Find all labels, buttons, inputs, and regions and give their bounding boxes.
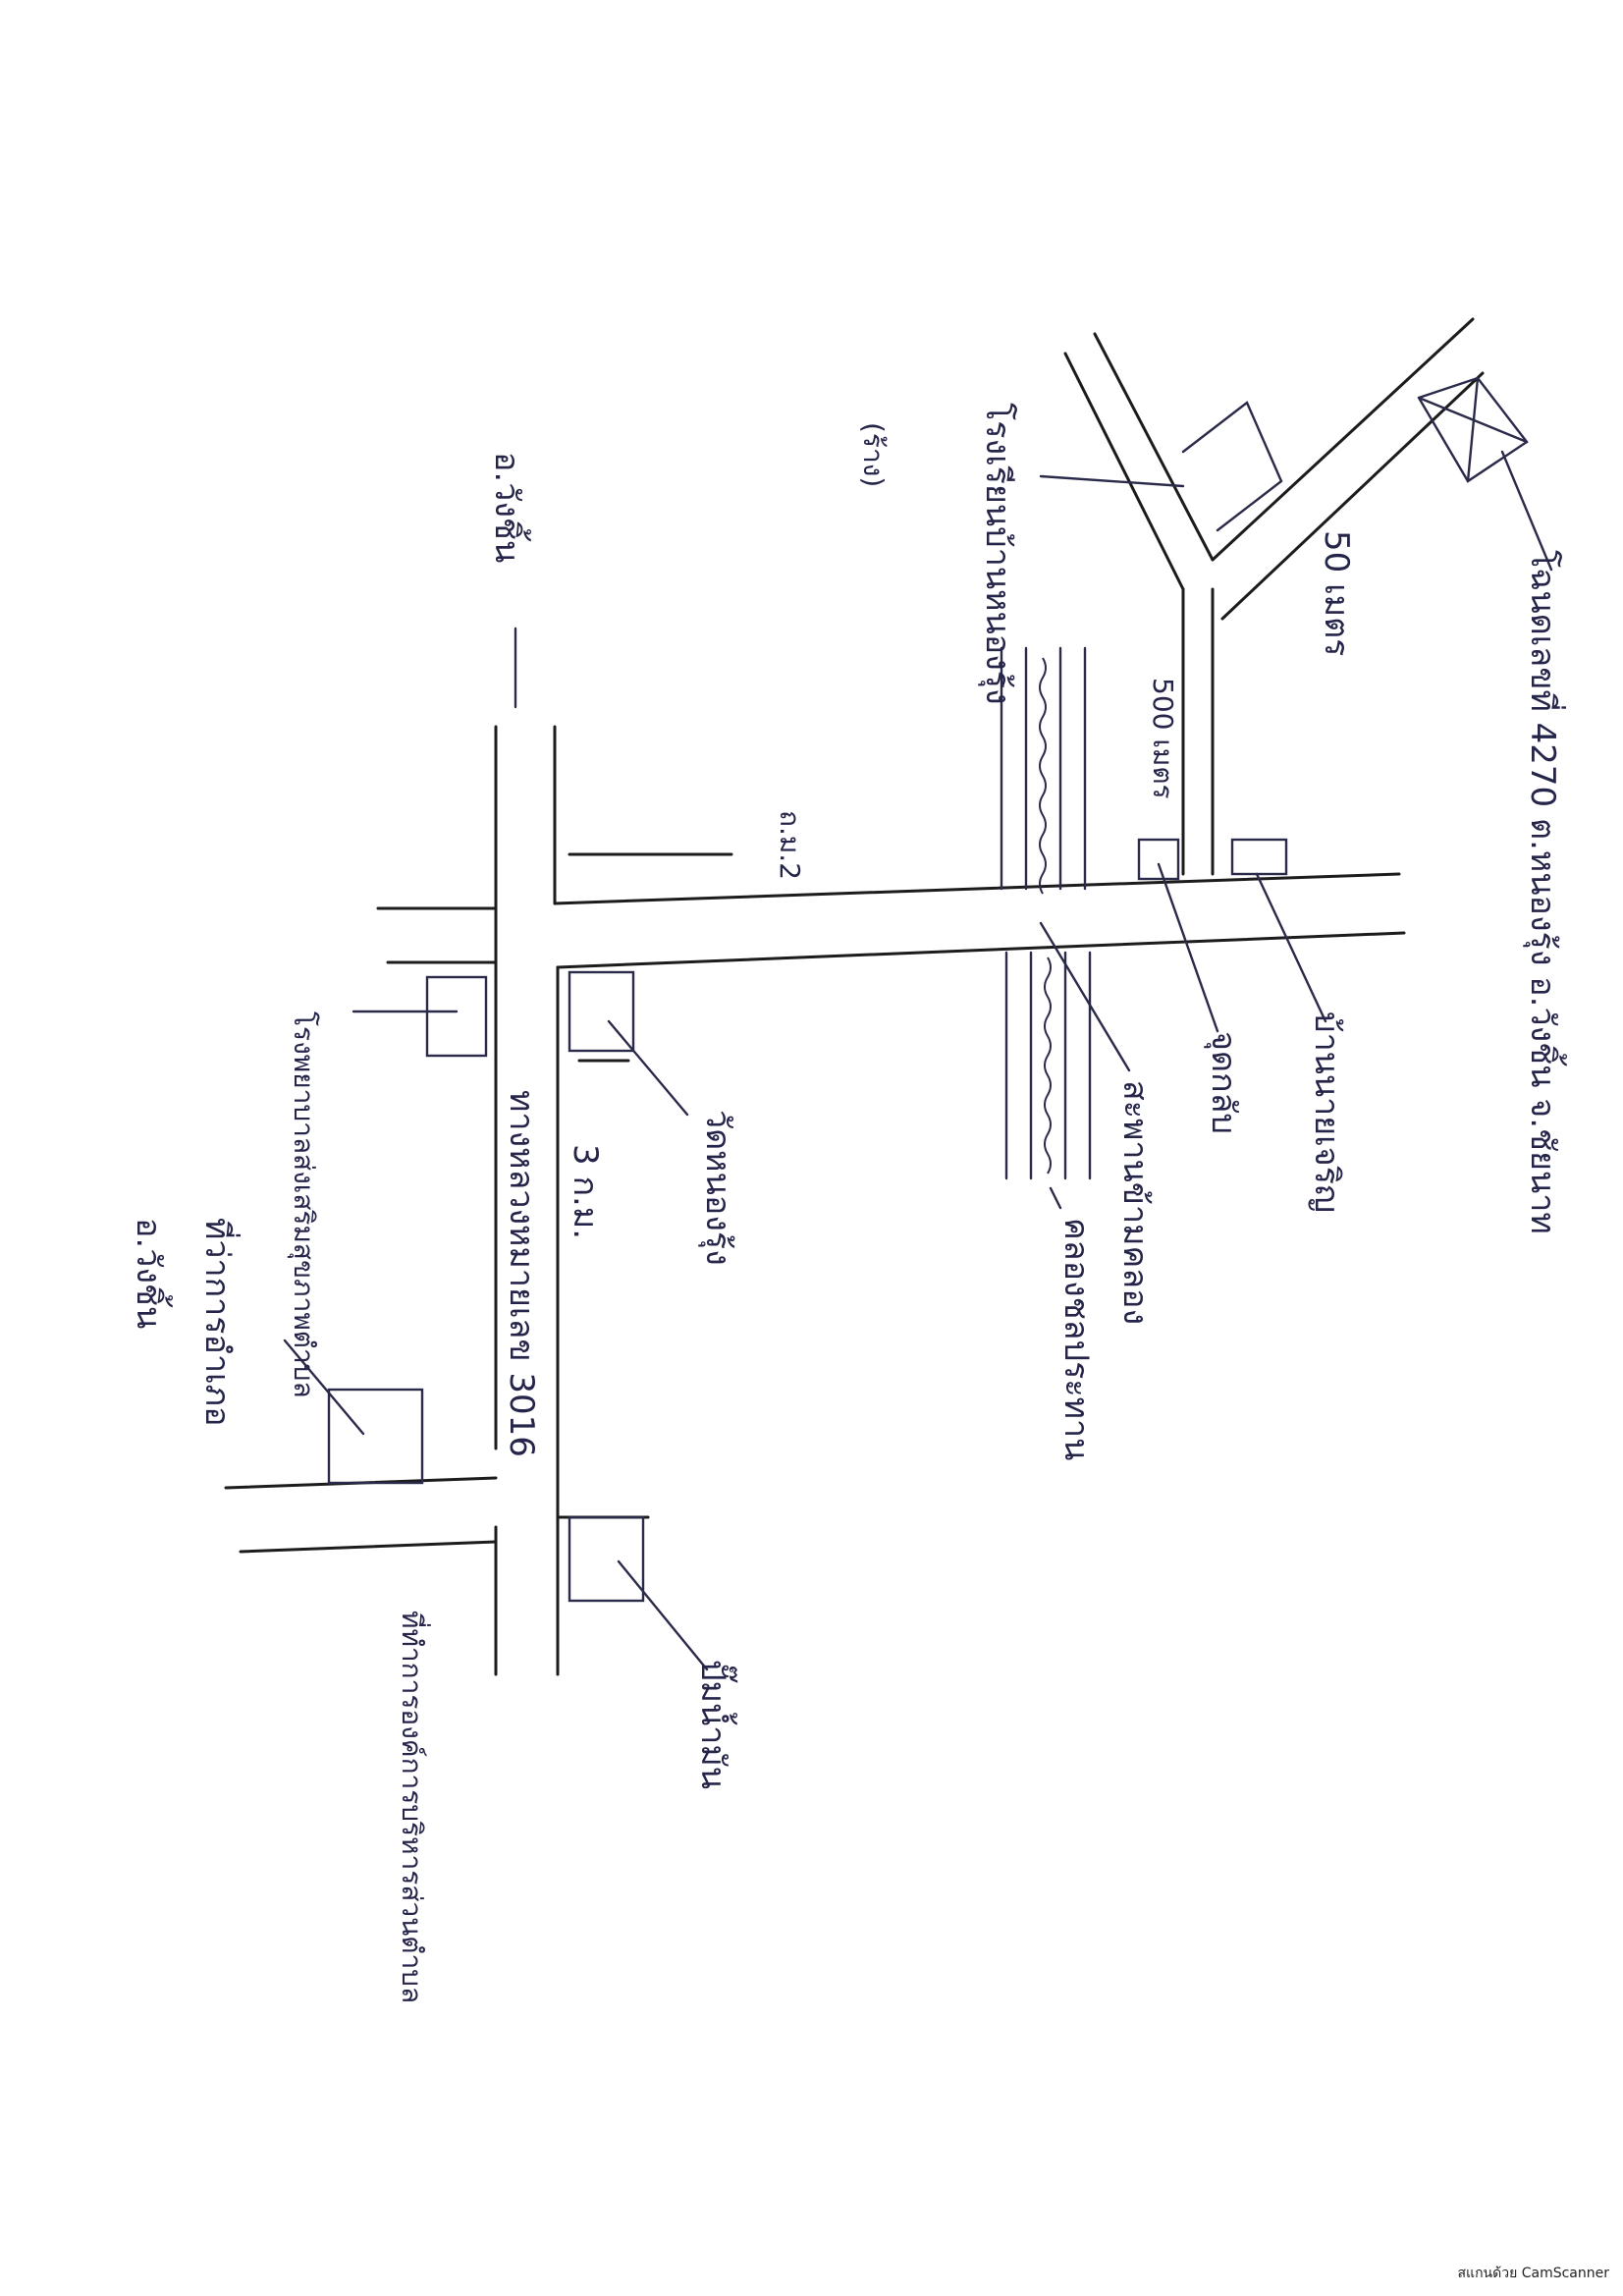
house-cham-label: บ้านนายเจริญ	[1307, 1011, 1346, 1213]
gas-station-label: ปั๊มน้ำมัน	[693, 1660, 738, 1789]
pointer-gas	[617, 1559, 709, 1671]
highway-label: ทางหลวงหมายเลข 3016	[502, 1090, 541, 1457]
road-hm2-label: ถ.ม.2	[774, 810, 806, 880]
bridge-marker-box	[1137, 838, 1180, 881]
road-3km-label: 3 ก.ม.	[566, 1144, 605, 1239]
cross-road-bottom	[556, 931, 1406, 969]
pointer-junction	[1157, 862, 1219, 1033]
diag-road-ne-b	[1220, 371, 1485, 621]
pointer-temple	[607, 1019, 689, 1117]
header-label: โฉนดเลขที่ 4270 ต.หนองรุ้ง อ.วังชิ้น จ.ช…	[1523, 550, 1567, 1234]
health-center-label: โรงพยาบาลส่งเสริมสุขภาพตำบล	[287, 1011, 320, 1398]
pointer-school	[1039, 474, 1185, 488]
bridge-label: สะพานข้ามคลอง	[1115, 1080, 1155, 1325]
water-wave-upper	[1039, 657, 1047, 895]
pointer-house	[1255, 872, 1327, 1023]
school-note-label: (ร้าง)	[857, 422, 890, 487]
village-office-label: ที่ว่าการอำเภอ	[197, 1218, 241, 1427]
pointer-health	[283, 1339, 365, 1436]
pointer-plot	[1500, 450, 1553, 572]
pointer-canal	[1049, 1186, 1062, 1210]
water-wave-lower	[1044, 957, 1052, 1175]
temple-label: วัดหนองรุ้ง	[698, 1110, 737, 1266]
plot-cross-2	[1466, 376, 1480, 483]
village-office-box	[425, 975, 488, 1058]
canal-label: คลองชลประทาน	[1056, 1218, 1096, 1460]
lower-road-bottom	[239, 1540, 498, 1554]
diag-road-nw-a	[1063, 352, 1185, 591]
distance-50-label: 50 เมตร	[1317, 530, 1356, 656]
diag-road-nw-b	[1093, 332, 1215, 562]
school-building	[1181, 401, 1283, 532]
pointer-bridge	[1039, 921, 1131, 1072]
temple-box	[568, 970, 635, 1053]
health-center-box	[327, 1388, 424, 1485]
district-label: อ.วังชิ้น	[487, 452, 531, 563]
school-label: โรงเรียนบ้านหนองรุ้ง	[978, 403, 1017, 705]
distance-500-label: 500 เมตร	[1147, 678, 1179, 799]
junction-label: จุดกลับ	[1204, 1031, 1243, 1134]
diag-road-ne-a	[1211, 317, 1475, 562]
gas-station-box	[568, 1515, 645, 1603]
scanner-watermark: สแกนด้วย CamScanner	[1457, 2266, 1610, 2281]
cross-road-top	[553, 872, 1401, 905]
house-cham-box	[1230, 838, 1288, 876]
town-label: อ.วังชิ้น	[129, 1218, 173, 1329]
sub-district-office-label: ที่ทำการองค์การบริหารส่วนตำบล	[396, 1611, 431, 2003]
